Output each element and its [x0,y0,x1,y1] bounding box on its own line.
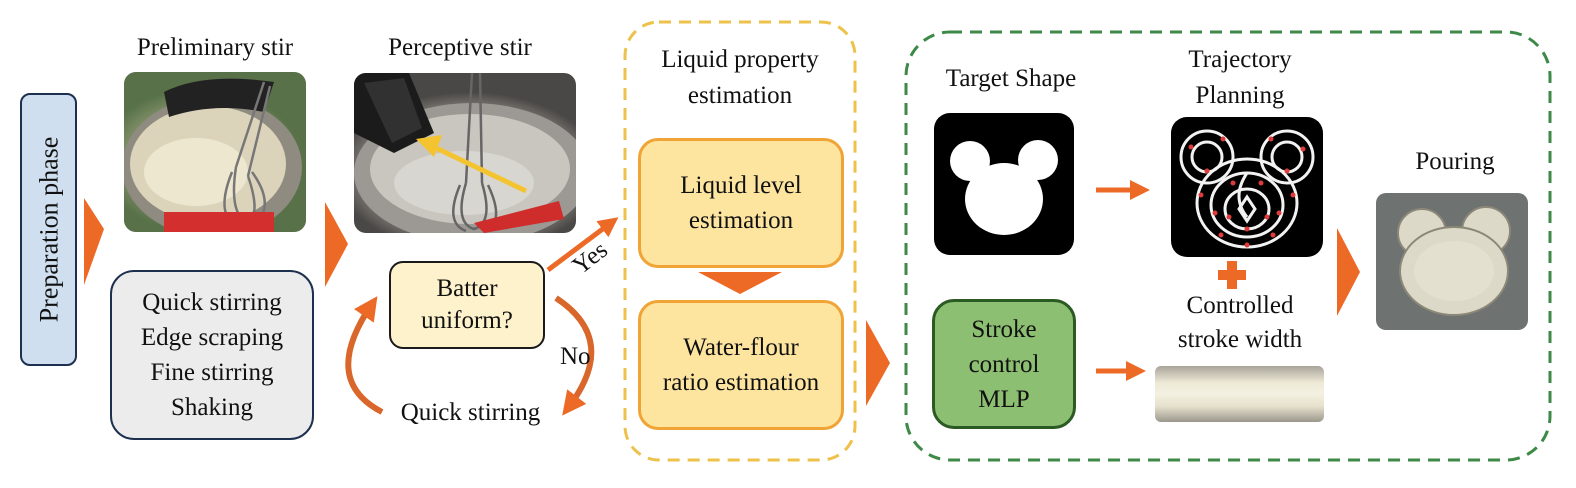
perceptive-stir-title: Perceptive stir [388,34,532,61]
target-shape-image [934,113,1074,255]
quick-stirring-loop-label: Quick stirring [400,399,541,426]
chevron-arrow-3 [866,320,890,406]
liquid-property-group-border [623,20,857,462]
yes-arrow [546,217,619,272]
stroke-width-photo [1155,366,1324,422]
preliminary-stir-title: Preliminary stir [136,34,294,61]
liquid-property-title-line1: Liquid property [661,46,819,73]
stir-operations-box: Quick stirring Edge scraping Fine stirri… [110,270,314,440]
mlp-line2: control [968,350,1040,378]
preparation-phase-box: Preparation phase [20,93,77,366]
pouring-result-photo [1376,193,1528,330]
liquid-level-line2: estimation [688,207,794,234]
trajectory-title-line2: Planning [1195,82,1285,109]
down-arrow-estimation [698,272,782,294]
no-label: No [560,343,591,370]
no-arrow [554,295,595,416]
liquid-level-estimation-box: Liquid level estimation [638,138,844,268]
controlled-stroke-line1: Controlled [1186,292,1294,319]
operation-item: Edge scraping [140,324,284,351]
stroke-control-mlp-box: Stroke control MLP [932,299,1076,429]
trajectory-title-line1: Trajectory [1188,46,1292,73]
ratio-line2: ratio estimation [662,369,820,396]
preliminary-stir-photo [124,72,306,232]
shaping-group-border [904,30,1552,462]
decision-line2: uniform? [421,307,513,334]
liquid-property-title-line2: estimation [687,82,793,109]
chevron-arrow-4 [1337,228,1360,316]
plus-icon [1218,261,1246,289]
target-shape-title: Target Shape [945,65,1077,92]
controlled-stroke-line2: stroke width [1177,326,1303,353]
chevron-arrow-2 [325,202,348,287]
decision-line1: Batter [436,275,498,302]
operation-item: Fine stirring [150,359,274,386]
perceptive-stir-photo [354,73,576,233]
mlp-line3: MLP [978,385,1030,413]
chevron-arrow-1 [84,198,104,285]
operation-item: Shaking [171,394,253,421]
loop-back-arrow [345,296,384,415]
water-flour-ratio-box: Water-flour ratio estimation [638,300,844,430]
trajectory-planning-image [1171,117,1323,257]
pouring-title: Pouring [1415,148,1495,175]
mlp-line1: Stroke [971,315,1037,343]
ratio-line1: Water-flour [683,334,799,361]
liquid-level-line1: Liquid level [680,172,802,199]
operation-item: Quick stirring [142,289,282,316]
batter-uniform-decision: Batter uniform? [389,261,545,349]
